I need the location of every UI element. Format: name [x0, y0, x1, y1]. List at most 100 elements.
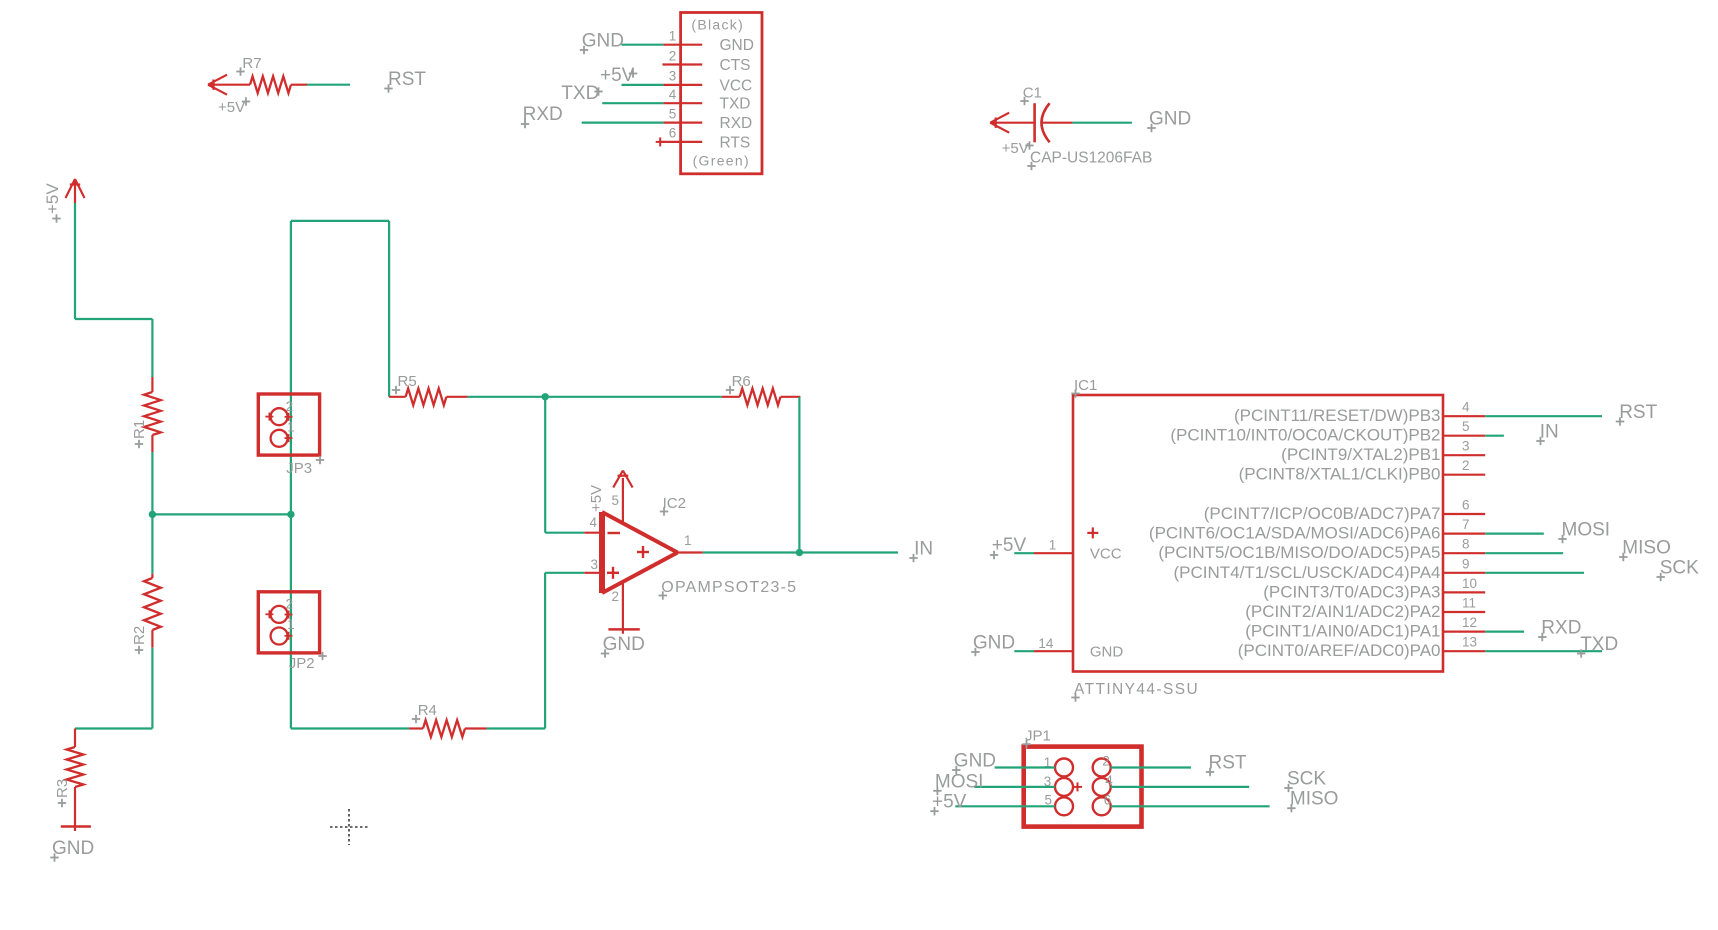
svg-text:TXD: TXD — [1580, 634, 1618, 655]
svg-text:8: 8 — [1462, 537, 1470, 552]
svg-text:MOSI: MOSI — [1562, 520, 1611, 541]
svg-text:(PCINT11/RESET/DW)PB3: (PCINT11/RESET/DW)PB3 — [1234, 406, 1441, 425]
svg-text:2: 2 — [1102, 754, 1110, 769]
svg-text:(PCINT4/T1/SCL/USCK/ADC4)PA4: (PCINT4/T1/SCL/USCK/ADC4)PA4 — [1173, 563, 1440, 582]
svg-text:MISO: MISO — [1622, 538, 1671, 559]
svg-text:GND: GND — [720, 37, 754, 54]
svg-text:R7: R7 — [242, 55, 261, 72]
svg-text:TXD: TXD — [561, 83, 599, 104]
svg-text:(PCINT5/OC1B/MISO/DO/ADC5)PA5: (PCINT5/OC1B/MISO/DO/ADC5)PA5 — [1158, 543, 1440, 562]
svg-text:2: 2 — [611, 589, 619, 604]
svg-text:MISO: MISO — [1290, 789, 1339, 810]
svg-text:10: 10 — [1462, 576, 1477, 591]
svg-text:ATTINY44-SSU: ATTINY44-SSU — [1074, 681, 1199, 698]
svg-text:+5V: +5V — [43, 183, 62, 214]
svg-text:6: 6 — [669, 126, 677, 141]
svg-text:JP2: JP2 — [289, 655, 315, 672]
svg-text:VCC: VCC — [720, 77, 753, 94]
svg-text:VCC: VCC — [1090, 546, 1122, 563]
svg-text:(PCINT1/AIN0/ADC1)PA1: (PCINT1/AIN0/ADC1)PA1 — [1245, 622, 1440, 641]
svg-text:1: 1 — [287, 420, 295, 435]
svg-text:5: 5 — [669, 106, 677, 121]
svg-text:2: 2 — [286, 597, 294, 612]
svg-text:(PCINT2/AIN1/ADC2)PA2: (PCINT2/AIN1/ADC2)PA2 — [1245, 602, 1440, 621]
svg-text:IN: IN — [914, 539, 933, 560]
svg-text:1: 1 — [287, 617, 295, 632]
svg-text:R1: R1 — [131, 420, 148, 439]
svg-text:IN: IN — [1540, 422, 1559, 443]
svg-text:(PCINT8/XTAL1/CLKI)PB0: (PCINT8/XTAL1/CLKI)PB0 — [1239, 465, 1441, 484]
svg-text:3: 3 — [1462, 439, 1470, 454]
svg-text:1: 1 — [669, 29, 677, 44]
svg-text:4: 4 — [669, 87, 677, 102]
svg-text:RXD: RXD — [1541, 617, 1581, 638]
svg-text:9: 9 — [1462, 556, 1470, 571]
svg-text:+5V: +5V — [992, 535, 1027, 556]
svg-text:1: 1 — [1049, 538, 1057, 553]
svg-text:JP3: JP3 — [286, 460, 312, 477]
svg-text:SCK: SCK — [1660, 558, 1699, 579]
svg-text:11: 11 — [1462, 596, 1476, 611]
svg-text:OPAMPSOT23-5: OPAMPSOT23-5 — [661, 579, 797, 596]
svg-text:2: 2 — [286, 399, 294, 414]
svg-text:(Green): (Green) — [693, 153, 750, 169]
svg-text:R2: R2 — [131, 626, 148, 645]
svg-text:(Black): (Black) — [691, 17, 744, 33]
svg-text:SCK: SCK — [1287, 768, 1326, 789]
svg-text:2: 2 — [1462, 458, 1470, 473]
svg-text:+5V: +5V — [932, 792, 967, 813]
svg-text:3: 3 — [590, 557, 598, 572]
svg-text:3: 3 — [669, 69, 677, 84]
svg-text:+5V: +5V — [588, 485, 605, 512]
svg-text:MOSI: MOSI — [935, 771, 984, 792]
svg-text:3: 3 — [1044, 774, 1052, 789]
svg-text:12: 12 — [1462, 615, 1477, 630]
svg-text:+5V: +5V — [218, 99, 245, 116]
svg-text:R4: R4 — [418, 702, 437, 719]
svg-text:1: 1 — [684, 533, 692, 548]
svg-text:4: 4 — [1105, 773, 1113, 788]
svg-text:7: 7 — [1462, 517, 1470, 532]
svg-text:IC1: IC1 — [1074, 377, 1097, 394]
svg-text:6: 6 — [1104, 793, 1112, 808]
svg-text:RST: RST — [1619, 402, 1657, 423]
svg-text:R3: R3 — [54, 779, 71, 798]
svg-text:RST: RST — [1209, 752, 1247, 773]
svg-text:(PCINT10/INT0/OC0A/CKOUT)PB2: (PCINT10/INT0/OC0A/CKOUT)PB2 — [1170, 426, 1440, 445]
svg-text:5: 5 — [611, 493, 619, 508]
svg-text:5: 5 — [1462, 419, 1470, 434]
svg-text:(PCINT6/OC1A/SDA/MOSI/ADC6)PA6: (PCINT6/OC1A/SDA/MOSI/ADC6)PA6 — [1149, 524, 1441, 543]
svg-text:4: 4 — [589, 515, 597, 530]
svg-text:RST: RST — [388, 69, 426, 90]
svg-text:(PCINT0/AREF/ADC0)PA0: (PCINT0/AREF/ADC0)PA0 — [1238, 641, 1441, 660]
svg-text:GND: GND — [1090, 644, 1124, 661]
svg-text:6: 6 — [1462, 498, 1470, 513]
svg-text:GND: GND — [603, 634, 645, 655]
svg-text:R5: R5 — [398, 373, 417, 390]
svg-text:GND: GND — [973, 633, 1015, 654]
svg-text:14: 14 — [1038, 636, 1054, 651]
svg-text:IC2: IC2 — [663, 495, 686, 512]
svg-text:4: 4 — [1462, 400, 1470, 415]
svg-text:(PCINT9/XTAL2)PB1: (PCINT9/XTAL2)PB1 — [1281, 445, 1440, 464]
svg-text:RXD: RXD — [720, 115, 753, 132]
svg-text:GND: GND — [954, 751, 996, 772]
svg-text:13: 13 — [1462, 635, 1477, 650]
svg-text:+5V: +5V — [600, 65, 635, 86]
svg-text:5: 5 — [1044, 793, 1052, 808]
svg-text:(PCINT3/T0/ADC3)PA3: (PCINT3/T0/ADC3)PA3 — [1263, 582, 1440, 601]
svg-text:R6: R6 — [732, 373, 751, 390]
svg-text:1: 1 — [1044, 755, 1052, 770]
svg-text:GND: GND — [1149, 109, 1191, 130]
svg-text:CTS: CTS — [720, 57, 751, 74]
svg-text:GND: GND — [52, 838, 94, 859]
svg-text:(PCINT7/ICP/OC0B/ADC7)PA7: (PCINT7/ICP/OC0B/ADC7)PA7 — [1204, 504, 1441, 523]
svg-text:CAP-US1206FAB: CAP-US1206FAB — [1030, 150, 1152, 167]
svg-text:GND: GND — [582, 31, 624, 52]
svg-text:RTS: RTS — [720, 134, 751, 151]
svg-text:TXD: TXD — [720, 96, 751, 113]
svg-text:2: 2 — [669, 48, 677, 63]
svg-text:RXD: RXD — [523, 104, 563, 125]
svg-text:C1: C1 — [1023, 85, 1042, 102]
svg-text:JP1: JP1 — [1025, 728, 1051, 745]
